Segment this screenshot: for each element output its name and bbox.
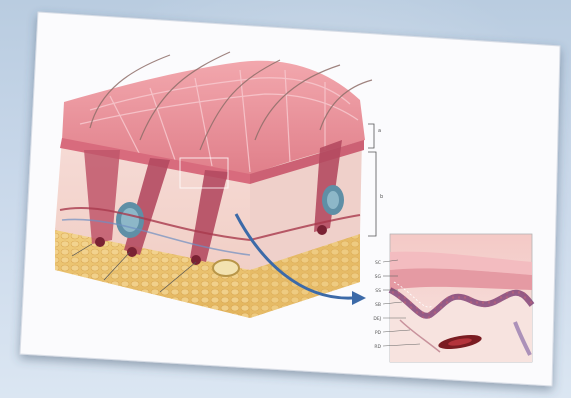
inset-label-pd: PD (375, 330, 382, 336)
inset-label-ss: SS (375, 288, 381, 294)
inset-label-dej: DEJ (373, 316, 381, 322)
inset-label-sb: SB (375, 302, 381, 308)
inset-label-rd: RD (374, 344, 381, 350)
label-b: b (380, 194, 383, 200)
label-a: a (378, 128, 381, 134)
inset-label-sc: SC (375, 260, 381, 266)
inset-label-sg: SG (375, 274, 382, 280)
inset-magnified-view (383, 234, 532, 362)
skin-cross-section (55, 52, 376, 318)
